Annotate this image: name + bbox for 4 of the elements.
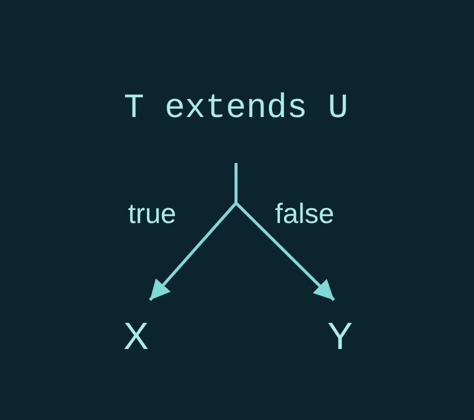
node-label: Y — [327, 318, 353, 356]
node-label: T extends U — [124, 92, 348, 126]
arrow — [234, 163, 336, 302]
node-label: X — [123, 318, 149, 356]
